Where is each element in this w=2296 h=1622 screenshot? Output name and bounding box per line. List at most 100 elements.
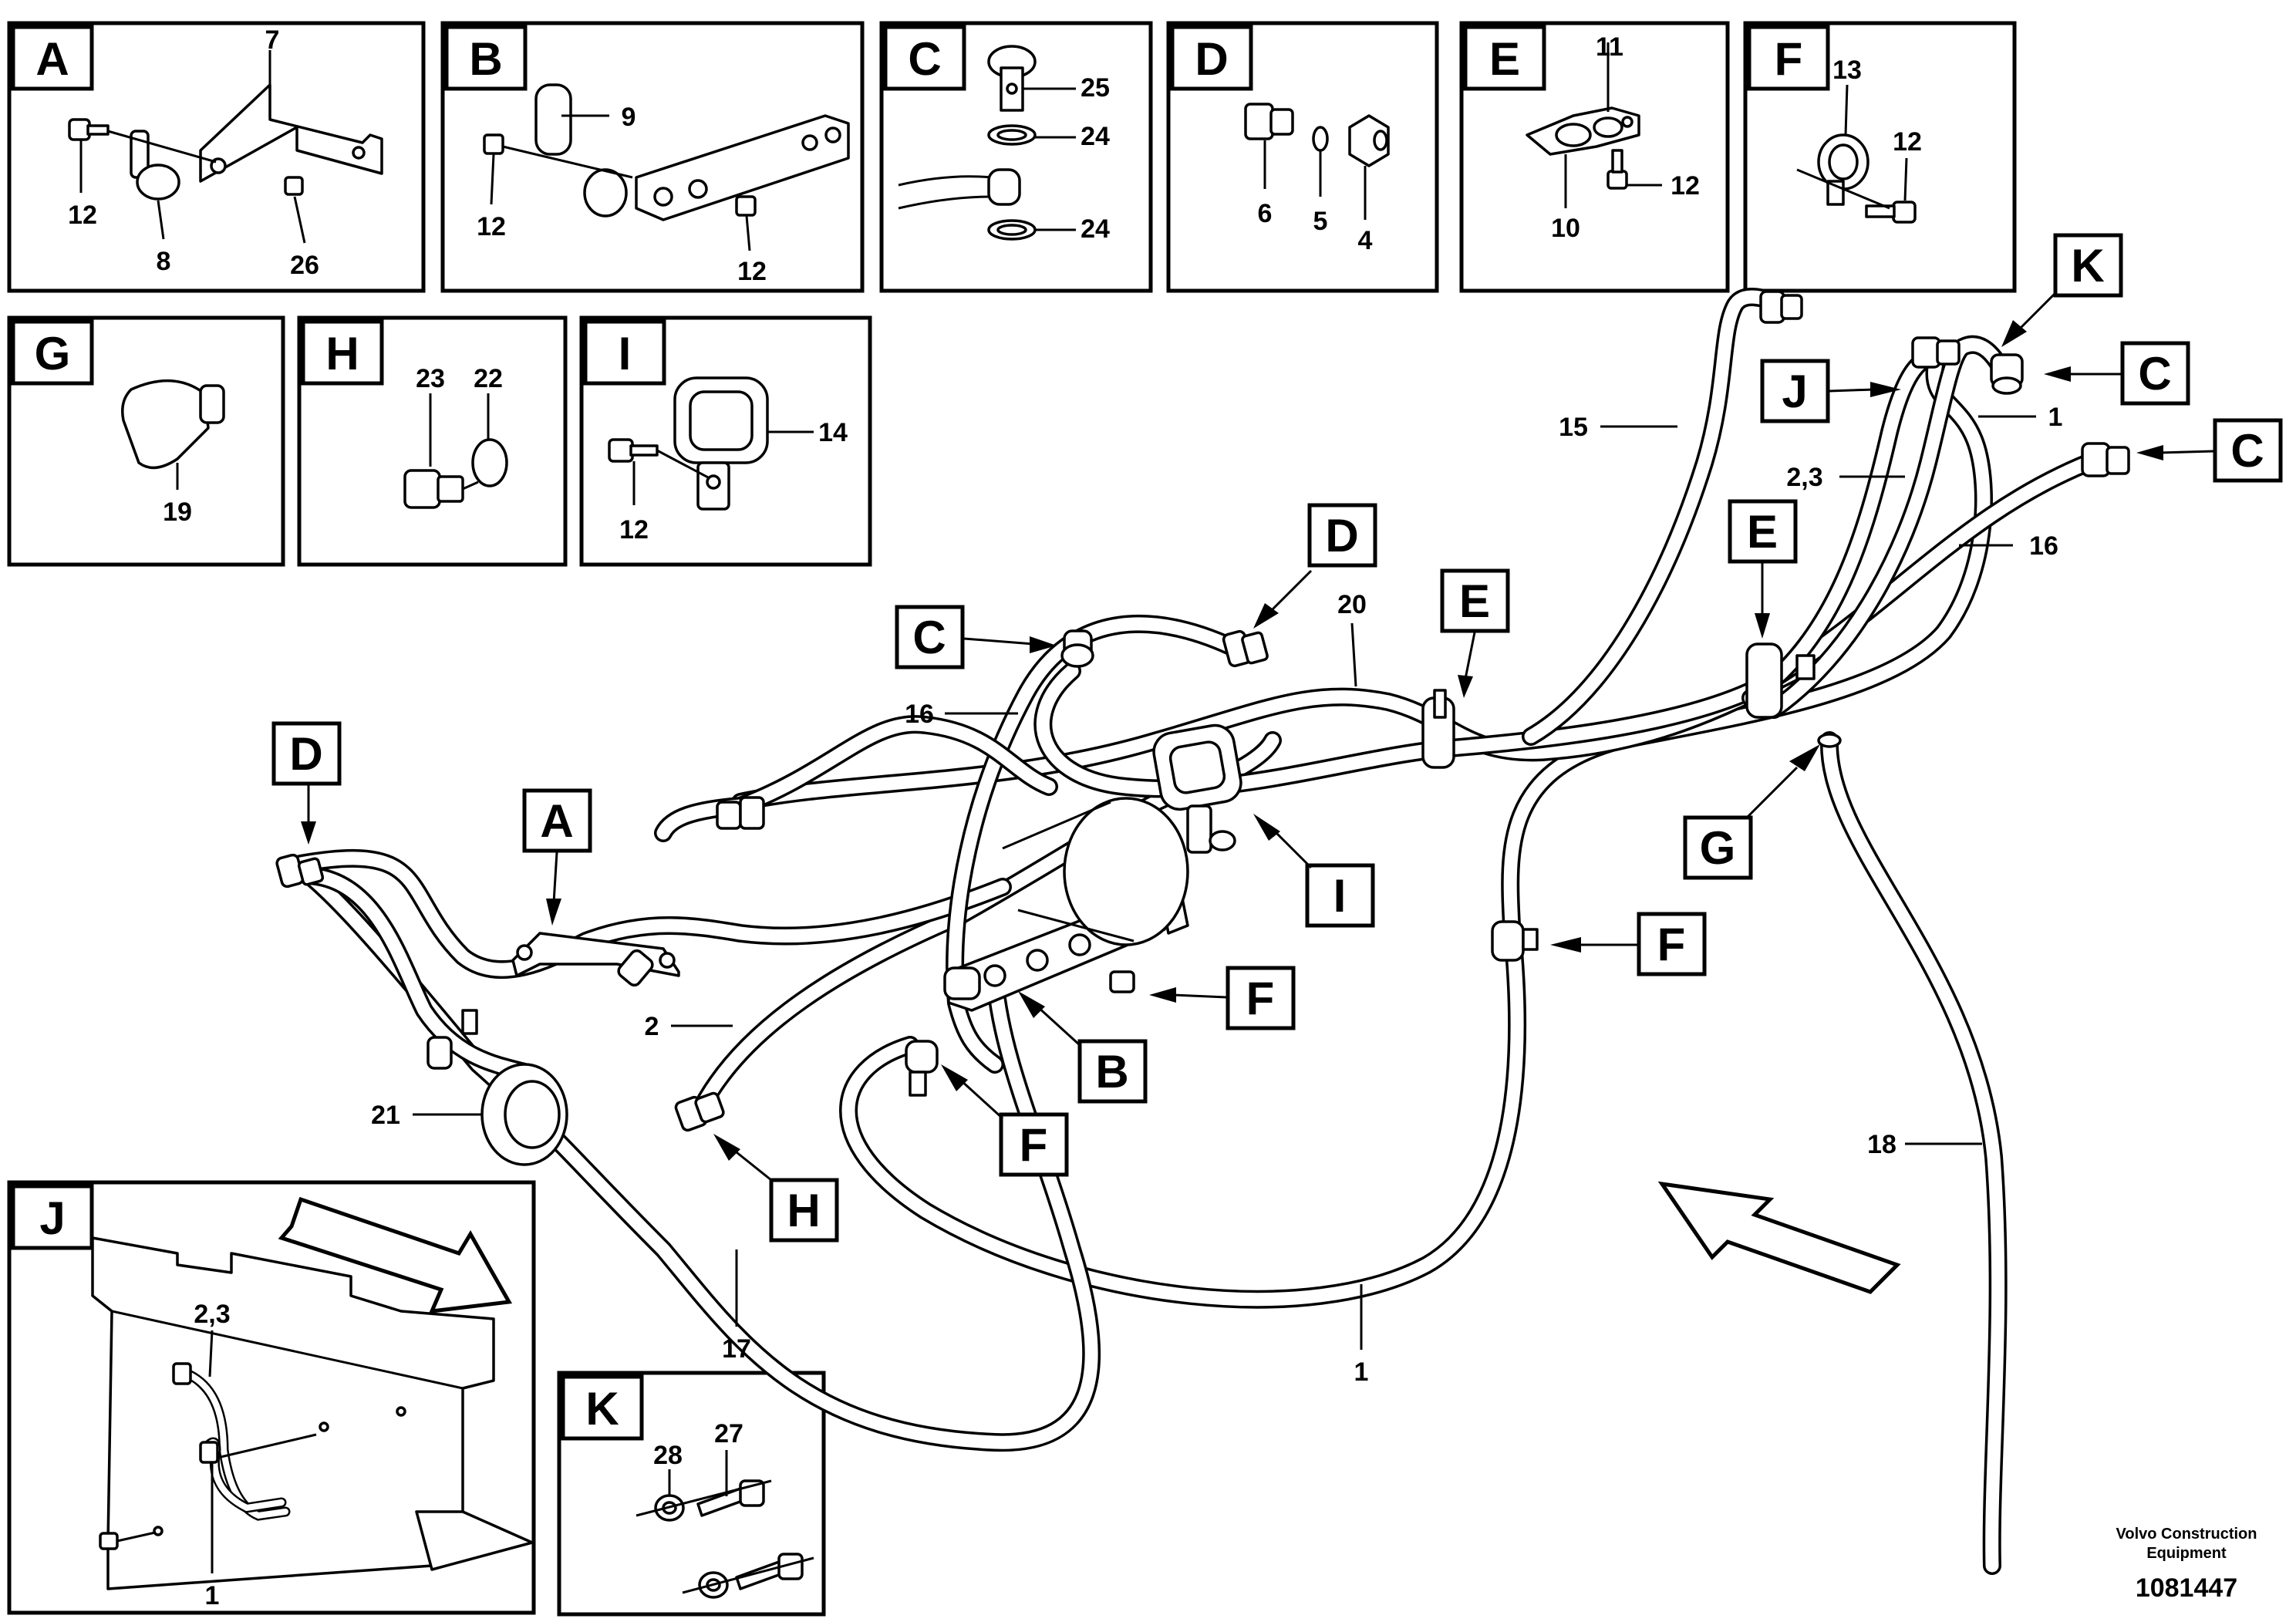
svg-text:D: D bbox=[289, 728, 322, 780]
callout-tag: J bbox=[1760, 359, 1901, 423]
detail-panel-b: B 9 12 12 bbox=[440, 21, 865, 293]
callout-tag: C bbox=[2136, 418, 2283, 483]
panel-letter-box bbox=[1463, 25, 1546, 91]
brand-line-1: Volvo Construction bbox=[2116, 1526, 2257, 1543]
detail-panel-k: K 28 27 bbox=[557, 1371, 826, 1617]
grommet-21 bbox=[480, 1063, 568, 1166]
part-number: 8 bbox=[157, 247, 171, 276]
hose-d-upper bbox=[946, 614, 1251, 1074]
svg-text:C: C bbox=[2230, 425, 2264, 477]
bolt-part bbox=[99, 1526, 164, 1550]
panel-letter-box bbox=[11, 1184, 94, 1250]
callout-tag: D bbox=[271, 721, 342, 845]
part-number: 1 bbox=[2048, 403, 2063, 432]
bolt-part bbox=[1865, 201, 1917, 224]
fitting-d-left bbox=[275, 853, 325, 889]
fitting-left-mid bbox=[716, 796, 765, 830]
part-number: 6 bbox=[1258, 199, 1273, 228]
plug-part bbox=[403, 469, 464, 509]
svg-text:K: K bbox=[2071, 240, 2104, 292]
panel-letter: A bbox=[35, 33, 69, 85]
detail-panel-g: G 19 bbox=[7, 315, 285, 567]
part-number: 25 bbox=[1081, 73, 1110, 103]
callout-tag: C bbox=[2044, 341, 2190, 406]
callout-tag: F bbox=[1550, 912, 1707, 976]
svg-text:E: E bbox=[1459, 575, 1490, 627]
o-ring-part bbox=[1312, 126, 1329, 152]
part-number: 2,3 bbox=[194, 1300, 230, 1329]
part-number: 16 bbox=[905, 700, 934, 729]
adapter-fitting-part bbox=[1244, 103, 1294, 140]
fitting-j bbox=[1911, 336, 1961, 369]
detail-panel-c: C 25 24 24 bbox=[879, 21, 1153, 293]
clamp-part bbox=[1817, 133, 1870, 206]
part-number: 2,3 bbox=[1786, 463, 1822, 492]
panel-letter-box bbox=[883, 25, 966, 91]
grommet-part bbox=[673, 376, 769, 511]
callout-tag: A bbox=[522, 788, 592, 926]
part-number: 12 bbox=[477, 212, 506, 241]
part-number: 18 bbox=[1867, 1130, 1896, 1159]
bolt-part bbox=[1607, 149, 1628, 190]
part-number: 12 bbox=[619, 515, 649, 545]
part-number: 12 bbox=[1671, 171, 1700, 201]
panel-letter: J bbox=[39, 1192, 65, 1244]
bolt-part bbox=[483, 133, 757, 217]
callout-tag: K bbox=[2001, 233, 2123, 347]
part-number: 19 bbox=[163, 497, 192, 527]
clip-part bbox=[534, 83, 628, 218]
clamp-21 bbox=[426, 1009, 478, 1070]
part-number: 20 bbox=[1337, 590, 1367, 619]
callout-tag: C bbox=[895, 605, 1057, 669]
part-number: 9 bbox=[622, 103, 636, 132]
panel-letter: D bbox=[1195, 33, 1228, 85]
document-number: 1081447 bbox=[2136, 1573, 2237, 1603]
part-number: 17 bbox=[722, 1334, 751, 1364]
main-part-numbers: 15 1 2,3 16 20 16 2 21 17 1 18 bbox=[371, 403, 2062, 1387]
part-number: 14 bbox=[818, 418, 848, 447]
part-number: 22 bbox=[474, 364, 503, 393]
hose-15 bbox=[1522, 288, 1783, 746]
part-number: 26 bbox=[290, 251, 319, 280]
panel-letter: G bbox=[35, 328, 71, 379]
panel-letter: I bbox=[619, 328, 632, 379]
svg-text:J: J bbox=[1782, 366, 1807, 417]
fitting-c-upper bbox=[1060, 629, 1094, 668]
banjo-fitting-part bbox=[898, 168, 1021, 210]
footer: Volvo Construction Equipment 1081447 bbox=[2116, 1526, 2257, 1603]
part-number: 2 bbox=[645, 1012, 659, 1041]
part-number: 27 bbox=[714, 1419, 743, 1448]
part-number: 7 bbox=[265, 25, 280, 55]
part-number: 15 bbox=[1559, 413, 1588, 442]
part-number: 4 bbox=[1358, 226, 1373, 255]
svg-text:F: F bbox=[1657, 919, 1686, 970]
panel-letter: C bbox=[908, 33, 941, 85]
bolt-part bbox=[284, 176, 304, 196]
callout-tag: D bbox=[1253, 503, 1377, 629]
direction-arrow-icon bbox=[278, 1196, 513, 1313]
hose-18 bbox=[1817, 731, 2008, 1575]
part-number: 23 bbox=[416, 364, 445, 393]
panel-letter-box bbox=[11, 25, 94, 91]
callout-tag: G bbox=[1683, 744, 1820, 880]
part-number: 10 bbox=[1551, 214, 1580, 243]
part-number: 24 bbox=[1081, 214, 1110, 244]
panel-letter: E bbox=[1489, 33, 1520, 85]
svg-text:A: A bbox=[540, 795, 573, 847]
panel-letter: K bbox=[585, 1383, 619, 1435]
double-clamp-part bbox=[1526, 106, 1640, 156]
hose-16 bbox=[1033, 450, 2107, 798]
part-number: 16 bbox=[2029, 531, 2058, 561]
bracket-a bbox=[511, 932, 680, 987]
cylinder-body bbox=[1002, 797, 1189, 946]
part-number: 21 bbox=[371, 1101, 400, 1130]
part-number: 12 bbox=[68, 201, 97, 230]
part-number: 12 bbox=[737, 257, 767, 286]
bracket-part bbox=[199, 83, 383, 183]
callout-tag: E bbox=[1440, 568, 1510, 698]
panel-letter: B bbox=[469, 33, 502, 85]
frame-member-part bbox=[91, 1236, 534, 1590]
panel-letter-box bbox=[444, 25, 528, 91]
svg-text:D: D bbox=[1325, 510, 1358, 561]
